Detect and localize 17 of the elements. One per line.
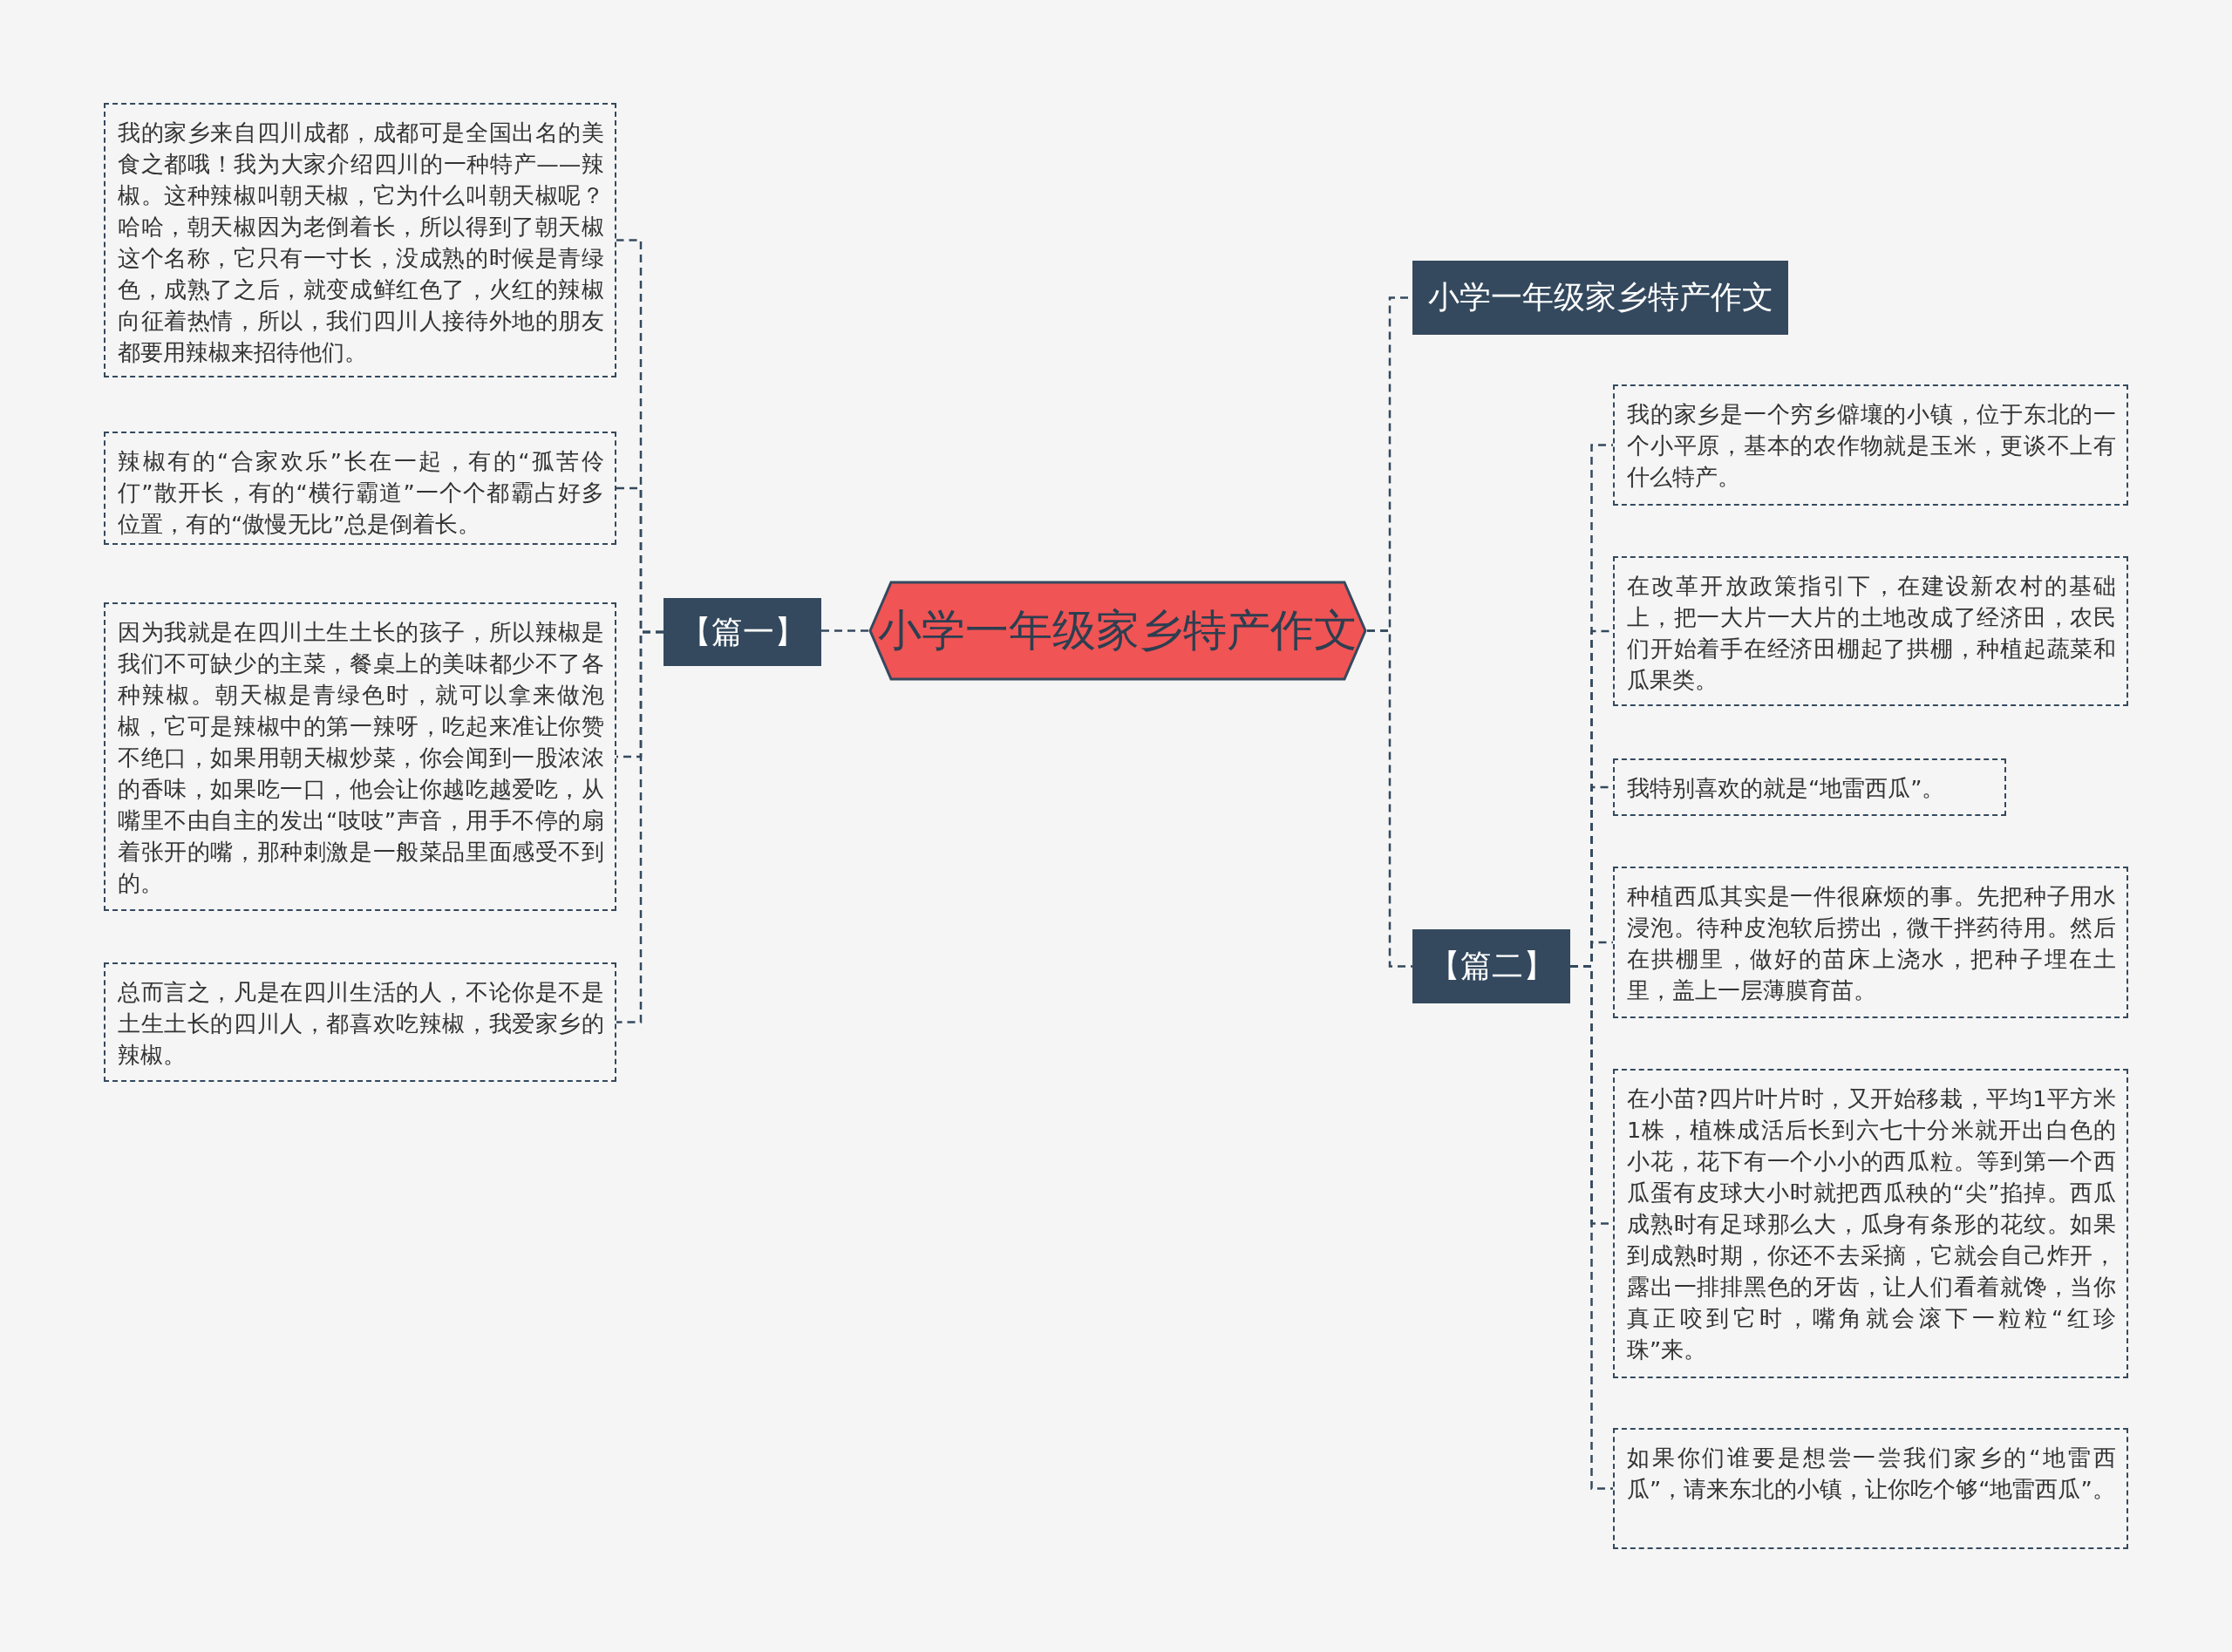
text-box: 我的家乡来自四川成都，成都可是全国出名的美食之都哦！我为大家介绍四川的一种特产——辣椒。这种辣椒叫朝天椒，它为什么叫朝天椒呢？哈哈，朝天椒因为老倒着长，所以得到了朝天椒这个名称，它只有一寸长，没成熟的时候是青绿色，成熟了之后，就变成鲜红色了，火红的辣椒向征着热情，所以，我们四川人接待外地的朋友都要用辣椒来招待他们。: [104, 103, 616, 377]
text-box: 在改革开放政策指引下，在建设新农村的基础上，把一大片一大片的土地改成了经济田，农民们开始着手在经济田棚起了拱棚，种植起蔬菜和瓜果类。: [1613, 556, 2128, 706]
text-box: 辣椒有的“合家欢乐”长在一起，有的“孤苦伶仃”散开长，有的“横行霸道”一个个都霸占好多位置，有的“傲慢无比”总是倒着长。: [104, 432, 616, 545]
text-box: 如果你们谁要是想尝一尝我们家乡的“地雷西瓜”，请来东北的小镇，让你吃个够“地雷西瓜”。: [1613, 1428, 2128, 1549]
text-box: 我的家乡是一个穷乡僻壤的小镇，位于东北的一个小平原，基本的农作物就是玉米，更谈不上有什么特产。: [1613, 384, 2128, 506]
text-box: 种植西瓜其实是一件很麻烦的事。先把种子用水浸泡。待种皮泡软后捞出，微干拌药待用。然后在拱棚里，做好的苗床上浇水，把种子埋在土里，盖上一层薄膜育苗。: [1613, 867, 2128, 1018]
text-box: 在小苗?四片叶片时，又开始移栽，平均1平方米1株，植株成活后长到六七十分米就开出白色的小花，花下有一个小小的西瓜粒。等到第一个西瓜蛋有皮球大小时就把西瓜秧的“尖”掐掉。西瓜成熟时有足球那么大，瓜身有条形的花纹。如果到成熟时期，你还不去采摘，它就会自己炸开，露出一排排黑色的牙齿，让人们看着就馋，当你真正咬到它时，嘴角就会滚下一粒粒“红珍珠”来。: [1613, 1069, 2128, 1378]
topic-box: 【篇二】: [1412, 929, 1570, 1003]
text-box: 因为我就是在四川土生土长的孩子，所以辣椒是我们不可缺少的主菜，餐桌上的美味都少不了各种辣椒。朝天椒是青绿色时，就可以拿来做泡椒，它可是辣椒中的第一辣呀，吃起来准让你赞不绝口，如果用朝天椒炒菜，你会闻到一股浓浓的香味，如果吃一口，他会让你越吃越爱吃，从嘴里不由自主的发出“吱吱”声音，用手不停的扇着张开的嘴，那种刺激是一般菜品里面感受不到的。: [104, 602, 616, 911]
connector-line: [1367, 629, 1412, 968]
text-box: 总而言之，凡是在四川生活的人，不论你是不是土生土长的四川人，都喜欢吃辣椒，我爱家乡的辣椒。: [104, 962, 616, 1082]
topic-box: 小学一年级家乡特产作文: [1412, 261, 1788, 335]
connector-line: [821, 629, 868, 632]
topic-box: 【篇一】: [663, 598, 821, 666]
connector-line: [616, 630, 663, 1023]
text-box: 我特别喜欢的就是“地雷西瓜”。: [1613, 758, 2006, 816]
topic-hexagon: 小学一年级家乡特产作文: [868, 581, 1367, 681]
